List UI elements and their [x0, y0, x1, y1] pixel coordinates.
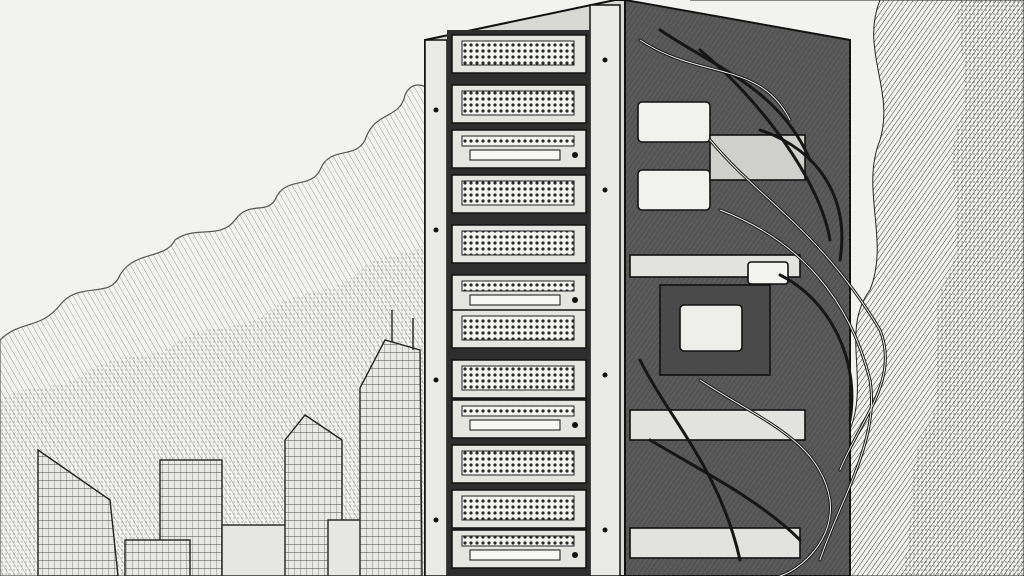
server-unit	[451, 84, 587, 124]
server-unit	[451, 34, 587, 74]
drive-slot	[469, 149, 561, 161]
vent-grille	[461, 450, 575, 476]
rack-rail-left	[424, 39, 448, 576]
server-unit	[451, 129, 587, 169]
vent-grille	[461, 180, 575, 206]
status-led	[572, 422, 578, 428]
drive-slot	[469, 294, 561, 306]
circuit-board	[659, 284, 771, 376]
vent-grille	[461, 405, 575, 417]
server-unit	[451, 489, 587, 529]
server-unit	[451, 274, 587, 314]
drive-module	[637, 169, 711, 211]
connector-bar	[629, 527, 801, 559]
vent-grille	[461, 365, 575, 391]
cables-highlight	[639, 39, 886, 576]
server-unit	[451, 224, 587, 264]
drive-module	[637, 101, 711, 143]
vent-grille	[461, 230, 575, 256]
status-led	[572, 297, 578, 303]
vent-grille	[461, 90, 575, 116]
building-mid	[221, 524, 293, 576]
server-unit	[451, 174, 587, 214]
server-unit	[451, 359, 587, 399]
building-spire	[359, 339, 423, 576]
vent-grille	[461, 535, 575, 547]
server-unit	[451, 309, 587, 349]
status-led	[572, 552, 578, 558]
connector-bar	[629, 409, 806, 441]
status-led	[572, 152, 578, 158]
building-low	[124, 539, 191, 576]
city-skyline	[37, 310, 423, 576]
vent-grille	[461, 40, 575, 66]
building-slanted-left	[37, 448, 119, 576]
server-unit	[451, 399, 587, 439]
vent-grille	[461, 280, 575, 292]
drive-slot	[469, 419, 561, 431]
chip	[679, 304, 743, 352]
vent-grille	[461, 495, 575, 521]
rack-units	[451, 34, 587, 569]
usb-plug	[747, 261, 789, 285]
vent-grille	[461, 315, 575, 341]
drive-slot	[469, 549, 561, 561]
server-unit	[451, 444, 587, 484]
rack-rail-right	[589, 4, 621, 576]
server-unit	[451, 529, 587, 569]
vent-grille	[461, 135, 575, 147]
